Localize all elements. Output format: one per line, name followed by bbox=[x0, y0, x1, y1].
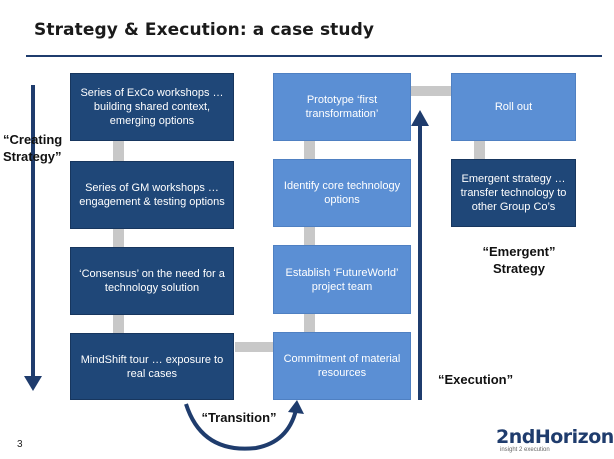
box-mindshift-tour: MindShift tour … exposure to real cases bbox=[70, 333, 234, 400]
box-gm-workshops: Series of GM workshops … engagement & te… bbox=[70, 161, 234, 229]
box-consensus: ‘Consensus’ on the need for a technology… bbox=[70, 247, 234, 315]
label-emergent-strategy: “Emergent” Strategy bbox=[482, 244, 556, 276]
connector-gm-consensus bbox=[113, 229, 124, 247]
box-commitment: Commitment of material resources bbox=[273, 332, 411, 400]
box-futureworld-team: Establish ‘FutureWorld’ project team bbox=[273, 245, 411, 314]
logo-tagline: insight 2 execution bbox=[500, 447, 550, 453]
connector-mindshift-commitment bbox=[235, 342, 273, 352]
box-emergent-strategy: Emergent strategy … transfer technology … bbox=[451, 159, 576, 227]
box-identify-options: Identify core technology options bbox=[273, 159, 411, 227]
box-prototype: Prototype ‘first transformation’ bbox=[273, 73, 411, 141]
connector-exco-gm bbox=[113, 141, 124, 161]
page-number: 3 bbox=[17, 439, 23, 450]
box-roll-out: Roll out bbox=[451, 73, 576, 141]
execution-arrowhead bbox=[411, 110, 429, 126]
page-title: Strategy & Execution: a case study bbox=[34, 20, 375, 40]
title-divider bbox=[26, 55, 602, 57]
label-creating-strategy: “Creating Strategy” bbox=[3, 132, 63, 164]
transition-curve-arrow bbox=[184, 403, 298, 451]
creating-arrowhead bbox=[24, 376, 42, 391]
connector-rollout-emergent bbox=[474, 141, 485, 159]
box-exco-workshops: Series of ExCo workshops … building shar… bbox=[70, 73, 234, 141]
company-logo: 2ndHorizon bbox=[496, 426, 614, 448]
transition-arrowhead bbox=[288, 400, 304, 414]
connector-consensus-mindshift bbox=[113, 315, 124, 333]
connector-commitment-futureworld bbox=[304, 314, 315, 332]
label-transition: “Transition” bbox=[201, 410, 277, 425]
connector-identify-prototype bbox=[304, 141, 315, 159]
connector-futureworld-identify bbox=[304, 227, 315, 245]
connector-prototype-rollout bbox=[411, 86, 451, 96]
label-execution: “Execution” bbox=[438, 372, 514, 387]
